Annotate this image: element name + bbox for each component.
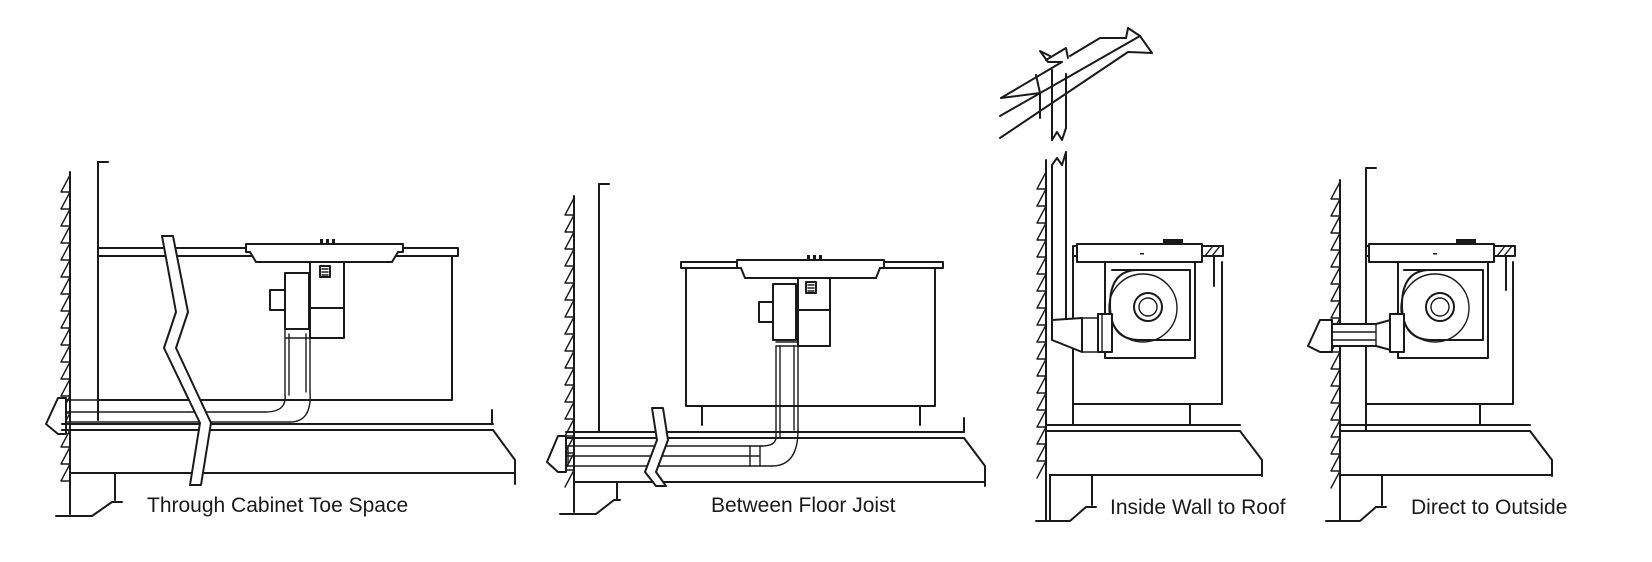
cooktop-1 [245, 239, 404, 263]
break-mark-1 [161, 235, 212, 486]
caption-floor-joist: Between Floor Joist [711, 494, 896, 517]
break-mark-2 [644, 407, 669, 487]
vent-pipe-roof [1051, 69, 1067, 341]
duct-2 [565, 341, 799, 467]
panel-floor-joist [546, 183, 986, 515]
caption-toe-space: Through Cabinet Toe Space [147, 494, 409, 517]
blower-4 [1391, 261, 1489, 359]
panel-toe-space [45, 161, 516, 517]
panel-wall-to-roof [999, 27, 1263, 522]
duct-4 [1331, 313, 1405, 353]
caption-wall-to-roof: Inside Wall to Roof [1110, 496, 1286, 519]
wall-cap-1 [45, 397, 67, 435]
blower-3 [1099, 261, 1196, 359]
cooktop-4 [1368, 239, 1495, 263]
duct-1 [64, 329, 311, 423]
wall-cap-2 [546, 435, 567, 473]
roof-section [999, 27, 1153, 139]
duct-3 [1051, 313, 1113, 353]
cooktop-3 [1076, 239, 1203, 263]
cabinet-1 [97, 247, 459, 401]
floor-2 [559, 417, 986, 515]
panel-direct-outside [1307, 167, 1553, 522]
wall-siding-2 [564, 183, 610, 511]
floor-4 [1325, 424, 1553, 522]
blower-1 [269, 261, 345, 339]
floor-3 [1035, 424, 1263, 522]
wall-siding-3 [1036, 159, 1047, 521]
blower-2 [758, 277, 831, 347]
floor-1 [55, 409, 516, 517]
caption-direct-outside: Direct to Outside [1411, 496, 1568, 519]
wall-siding-1 [60, 161, 109, 506]
cooktop-2 [736, 255, 885, 279]
wall-cap-4 [1307, 319, 1333, 353]
